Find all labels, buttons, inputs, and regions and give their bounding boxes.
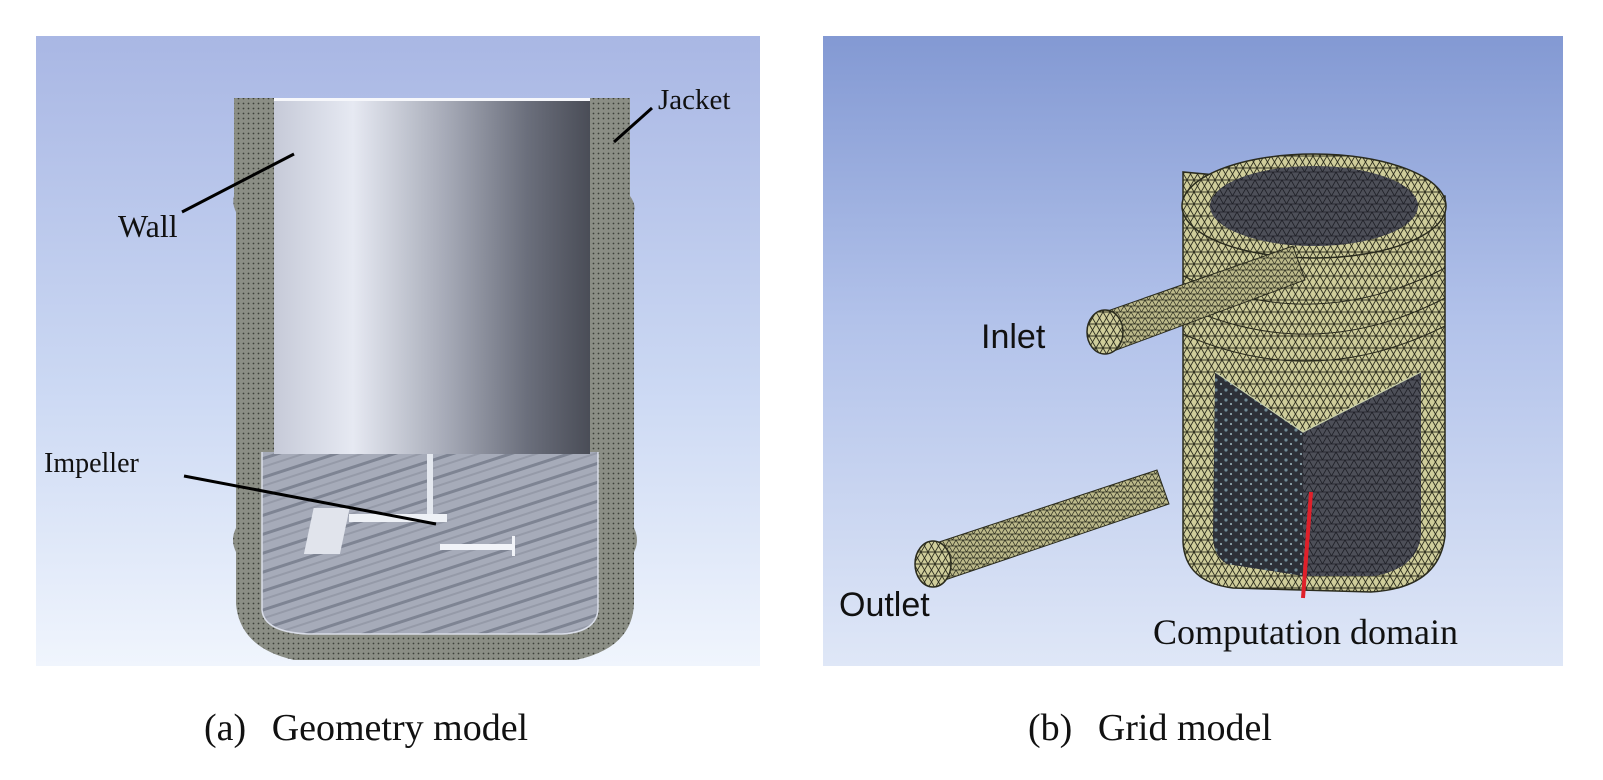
impeller-leader: [183, 474, 437, 526]
grid-model-panel: Inlet Outlet Computation domain: [823, 36, 1563, 666]
label-inlet: Inlet: [981, 318, 1046, 356]
inlet-pipe: [1086, 245, 1306, 355]
label-outlet: Outlet: [839, 586, 930, 624]
label-wall: Wall: [118, 208, 178, 244]
caption-b-tag: (b): [1028, 707, 1073, 749]
grid-model-drawing: [914, 153, 1447, 599]
caption-b-text: Grid model: [1097, 707, 1272, 749]
label-impeller: Impeller: [44, 448, 139, 479]
jacket-leader: [612, 106, 654, 144]
vessel-inner-cavity: [262, 452, 598, 634]
computation-domain-leader: [1301, 491, 1313, 599]
impeller-shaft: [427, 454, 433, 516]
caption-a-text: Geometry model: [271, 707, 529, 749]
wall-cylinder: [274, 98, 590, 454]
wall-leader: [181, 152, 295, 214]
label-jacket: Jacket: [658, 84, 731, 116]
computation-domain-cutaway: [1213, 372, 1303, 576]
outlet-pipe: [914, 469, 1170, 588]
label-computation-domain: Computation domain: [1153, 612, 1458, 652]
vessel-opening: [1210, 166, 1418, 246]
geometry-model-drawing: [181, 98, 654, 660]
caption-b: (b) Grid model: [1028, 706, 1272, 750]
caption-a-tag: (a): [204, 707, 247, 749]
caption-a: (a) Geometry model: [204, 706, 528, 750]
geometry-model-panel: Jacket Wall Impeller: [36, 36, 760, 666]
